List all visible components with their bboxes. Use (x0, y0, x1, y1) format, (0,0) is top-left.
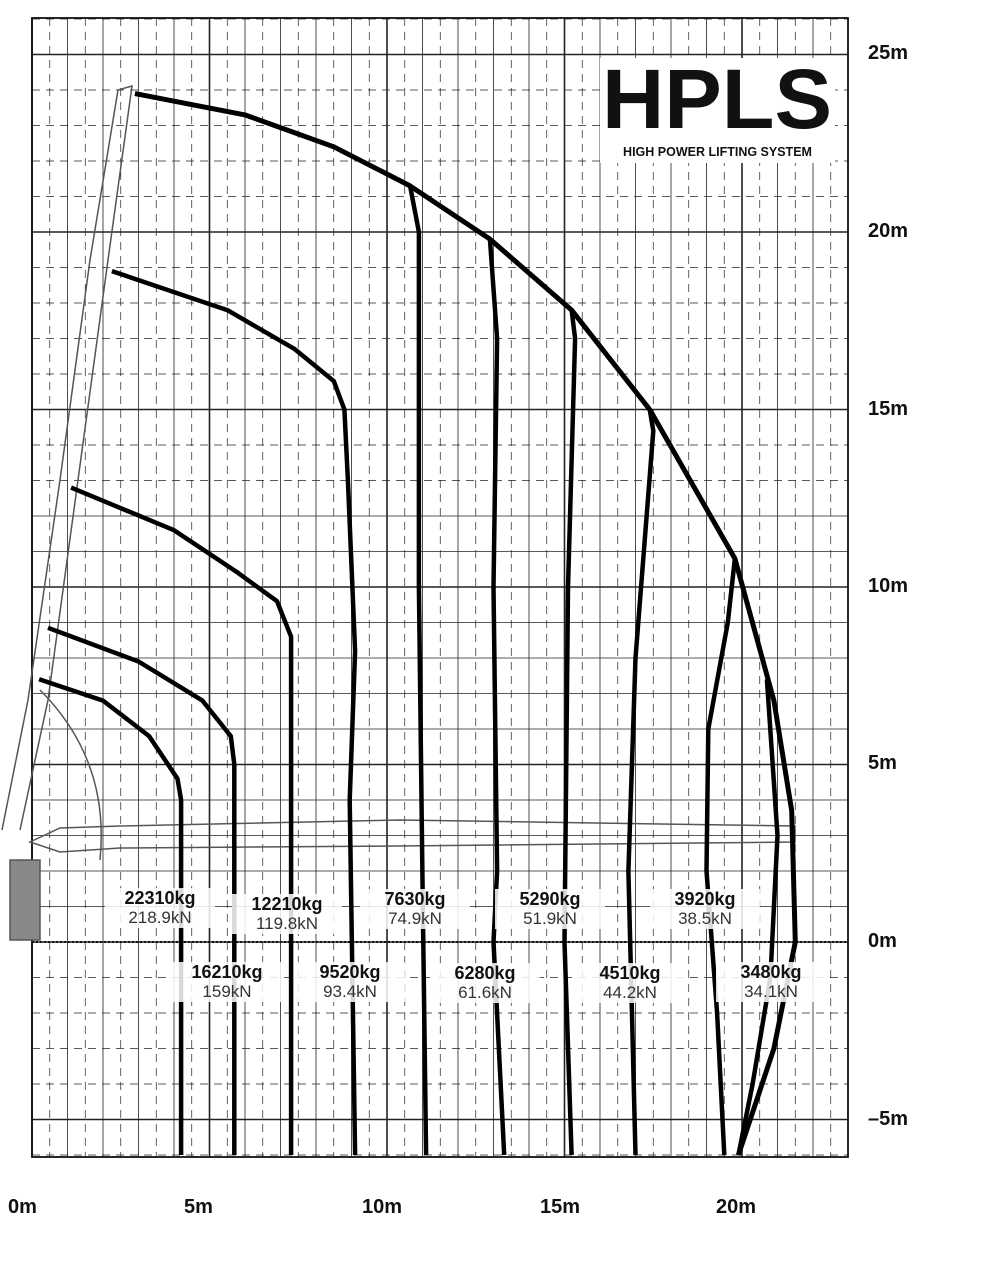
y-tick-10: 10m (868, 575, 909, 597)
x-tick-15: 15m (540, 1196, 581, 1218)
x-tick-10: 10m (362, 1196, 403, 1218)
load-curve-6280kg (487, 238, 507, 1156)
y-tick-minus5: –5m (868, 1108, 909, 1130)
load-curve-16210kg (47, 625, 237, 1155)
load-curve-3920kg (704, 558, 738, 1156)
plot-border (31, 17, 849, 1158)
svg-text:HPLS: HPLS (602, 58, 832, 138)
y-tick-15: 15m (868, 398, 909, 420)
slew-arc (39, 689, 102, 861)
load-curve-12210kg (70, 485, 294, 1155)
load-curve-22310kg (38, 677, 184, 1155)
load-curve-9520kg (111, 268, 358, 1156)
y-tick-0: 0m (868, 930, 897, 952)
load-curve-4510kg (626, 409, 656, 1156)
load-curve-7630kg (407, 185, 429, 1156)
logo-tagline: HIGH POWER LIFTING SYSTEM (623, 145, 812, 159)
y-tick-20: 20m (868, 220, 909, 242)
vertical-boom (1, 84, 133, 831)
x-tick-20: 20m (716, 1196, 757, 1218)
y-tick-25: 25m (868, 42, 909, 64)
y-tick-5: 5m (868, 752, 897, 774)
hpls-logo-mark: HPLS (602, 52, 832, 146)
hpls-logo: HPLS HIGH POWER LIFTING SYSTEM (600, 52, 835, 163)
load-curve-5290kg (562, 309, 578, 1156)
crane-base (9, 859, 41, 941)
crane-boom-drawing (1, 84, 796, 941)
x-tick-5: 5m (184, 1196, 213, 1218)
horizontal-boom (27, 819, 796, 853)
x-tick-0: 0m (8, 1196, 37, 1218)
